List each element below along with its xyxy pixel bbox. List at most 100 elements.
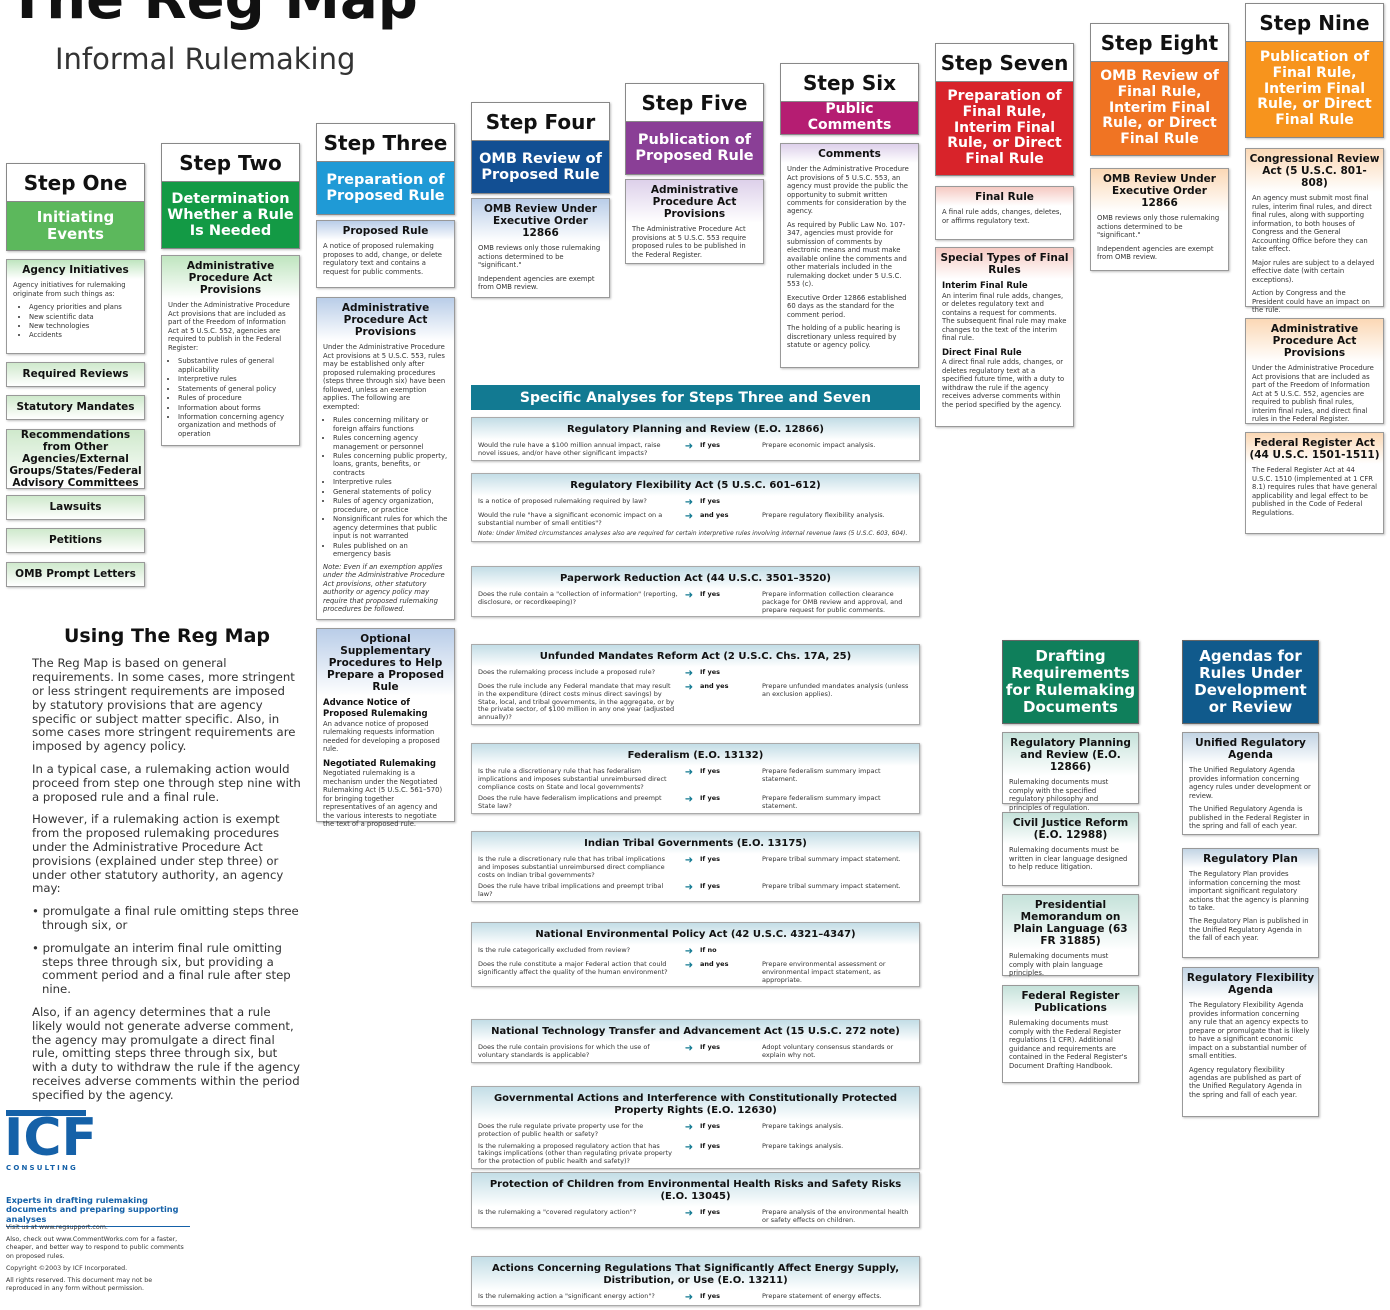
- card-text: Action by Congress and the President cou…: [1252, 289, 1370, 314]
- optional-procedures-card: Optional Supplementary Procedures to Hel…: [316, 628, 455, 828]
- list-item: New scientific data: [29, 313, 138, 321]
- lawsuits-box: Lawsuits: [6, 495, 145, 520]
- comments-card: Comments Under the Administrative Proced…: [780, 143, 919, 368]
- card-title: Comments: [781, 144, 918, 164]
- card-text: The Administrative Procedure Act provisi…: [632, 225, 747, 259]
- analysis-row: Is the rulemaking action a "significant …: [472, 1291, 919, 1305]
- analysis-condition: If no: [700, 946, 717, 954]
- analysis-action: Prepare takings analysis.: [762, 1122, 844, 1130]
- card-title: Congressional Review Act (5 U.S.C. 801-8…: [1246, 149, 1383, 193]
- card-title: Final Rule: [936, 187, 1073, 207]
- card-title: Proposed Rule: [317, 221, 454, 241]
- agenda-card: Regulatory Flexibility Agenda The Regula…: [1182, 967, 1319, 1117]
- analysis-title: Paperwork Reduction Act (44 U.S.C. 3501–…: [472, 567, 919, 589]
- arrow-icon: ➜: [684, 1141, 694, 1153]
- analysis-action: Prepare tribal summary impact statement.: [762, 855, 901, 863]
- analysis-action: Prepare tribal summary impact statement.: [762, 882, 901, 891]
- analysis-question: Is a notice of proposed rulemaking requi…: [478, 497, 647, 505]
- using-title: Using The Reg Map: [63, 625, 271, 647]
- analysis-question: Does the rule constitute a major Federal…: [478, 960, 668, 976]
- card-title: Optional Supplementary Procedures to Hel…: [317, 629, 454, 697]
- analysis-row: Is the rule a discretionary rule that ha…: [472, 766, 919, 793]
- analysis-section: National Technology Transfer and Advance…: [471, 1019, 920, 1063]
- arrow-icon: ➜: [684, 1292, 694, 1303]
- card-title: OMB Review Under Executive Order 12866: [472, 199, 609, 243]
- step-heading: Step Five: [626, 84, 763, 122]
- card-title: Special Types of Final Rules: [936, 248, 1073, 280]
- card-text: OMB reviews only those rulemaking action…: [478, 244, 601, 270]
- analysis-section: Governmental Actions and Interference wi…: [471, 1086, 920, 1169]
- step-nine-apa-card: Administrative Procedure Act Provisions …: [1245, 318, 1384, 424]
- card-list: Substantive rules of general applicabili…: [178, 357, 293, 438]
- card-title: Unified Regulatory Agenda: [1183, 733, 1318, 765]
- proposed-rule-card: Proposed Rule A notice of proposed rulem…: [316, 220, 455, 288]
- recommendations-box: Recommendations from Other Agencies/Exte…: [6, 429, 145, 489]
- list-item: Interpretive rules: [333, 478, 448, 486]
- card-text: Under the Administrative Procedure Act p…: [168, 301, 290, 352]
- step-subtitle: Publication of Final Rule, Interim Final…: [1246, 42, 1383, 137]
- card-list: Agency priorities and plans New scientif…: [29, 303, 138, 340]
- card-title: Regulatory Flexibility Agenda: [1183, 968, 1318, 1000]
- analysis-action: Prepare regulatory flexibility analysis.: [762, 511, 885, 519]
- analysis-condition: If yes: [700, 590, 721, 598]
- analysis-section: Regulatory Planning and Review (E.O. 128…: [471, 417, 920, 461]
- analysis-row: Does the rule contain a "collection of i…: [472, 589, 919, 616]
- analysis-row: Would the rule "have a significant econo…: [472, 510, 919, 530]
- card-note: Note: Even if an exemption applies under…: [323, 562, 445, 614]
- drafting-card: Federal Register Publications Rulemaking…: [1002, 985, 1139, 1083]
- card-title: Administrative Procedure Act Provisions: [317, 298, 454, 342]
- card-list: Rules concerning military or foreign aff…: [333, 416, 448, 559]
- arrow-icon: ➜: [684, 960, 694, 971]
- arrow-icon: ➜: [684, 441, 694, 452]
- card-text: Rulemaking documents must comply with th…: [1009, 1019, 1128, 1070]
- list-item: • promulgate an interim final rule omitt…: [32, 940, 291, 997]
- card-text: An interim final rule adds, changes, or …: [942, 291, 1067, 343]
- card-text: A direct final rule adds, changes, or de…: [942, 358, 1065, 409]
- analysis-condition: If yes: [700, 767, 721, 775]
- arrow-icon: ➜: [684, 882, 694, 894]
- step-nine: Step Nine Publication of Final Rule, Int…: [1245, 3, 1384, 138]
- analysis-question: Does the rule include any Federal mandat…: [478, 682, 675, 722]
- step-heading: Step Two: [162, 144, 299, 182]
- drafting-card: Civil Justice Reform (E.O. 12988) Rulema…: [1002, 812, 1139, 886]
- card-title: Administrative Procedure Act Provisions: [1246, 319, 1383, 363]
- list-item: Nonsignificant rules for which the agenc…: [333, 515, 448, 540]
- final-rule-card: Final Rule A final rule adds, changes, d…: [935, 186, 1074, 240]
- step-heading: Step Eight: [1091, 24, 1228, 62]
- using-paragraph: In a typical case, a rulemaking action w…: [32, 761, 301, 804]
- step-subtitle: Public Comments: [781, 101, 918, 134]
- card-subhead: Negotiated Rulemaking: [323, 758, 436, 769]
- card-text: Independent agencies are exempt from OMB…: [1097, 244, 1214, 262]
- analysis-row: Does the rulemaking process include a pr…: [472, 667, 919, 681]
- step-seven: Step Seven Preparation of Final Rule, In…: [935, 43, 1074, 176]
- analysis-row: Is a notice of proposed rulemaking requi…: [472, 496, 919, 510]
- card-text: Independent agencies are exempt from OMB…: [478, 274, 595, 292]
- analysis-action: Prepare economic impact analysis.: [762, 441, 876, 449]
- card-text: Rulemaking documents must comply with pl…: [1009, 952, 1109, 978]
- list-item: Statements of general policy: [178, 385, 293, 393]
- arrow-icon: ➜: [684, 767, 694, 778]
- analysis-action: Prepare information collection clearance…: [762, 590, 903, 614]
- agency-initiatives-card: Agency Initiatives Agency initiatives fo…: [6, 259, 145, 354]
- list-item: Rules published on an emergency basis: [333, 542, 448, 559]
- step-heading: Step Six: [781, 64, 918, 102]
- card-text: Under the Administrative Procedure Act p…: [323, 343, 446, 411]
- analysis-title: Regulatory Flexibility Act (5 U.S.C. 601…: [472, 474, 919, 496]
- card-title: Federal Register Act (44 U.S.C. 1501-151…: [1246, 433, 1383, 465]
- card-subhead: Interim Final Rule: [942, 281, 1028, 292]
- step-four-omb-card: OMB Review Under Executive Order 12866 O…: [471, 198, 610, 298]
- list-item: Information about forms: [178, 404, 293, 412]
- card-text: An advance notice of proposed rulemaking…: [323, 719, 440, 754]
- card-text: Agency initiatives for rulemaking origin…: [13, 281, 126, 298]
- card-text: A notice of proposed rulemaking proposes…: [323, 242, 442, 276]
- list-item: Interpretive rules: [178, 375, 293, 383]
- arrow-icon: ➜: [684, 1043, 694, 1054]
- list-item: Rules concerning military or foreign aff…: [333, 416, 448, 433]
- agenda-card: Regulatory Plan The Regulatory Plan prov…: [1182, 848, 1319, 958]
- analysis-question: Is the rulemaking a "covered regulatory …: [478, 1208, 637, 1216]
- icf-rights: All rights reserved. This document may n…: [6, 1276, 153, 1293]
- analysis-condition: If yes: [700, 668, 721, 676]
- icf-visit-text: Visit us at www.regsupport.com.: [6, 1224, 108, 1231]
- analysis-action: Adopt voluntary consensus standards or e…: [762, 1043, 894, 1059]
- analysis-action: Prepare analysis of the environmental he…: [762, 1208, 909, 1224]
